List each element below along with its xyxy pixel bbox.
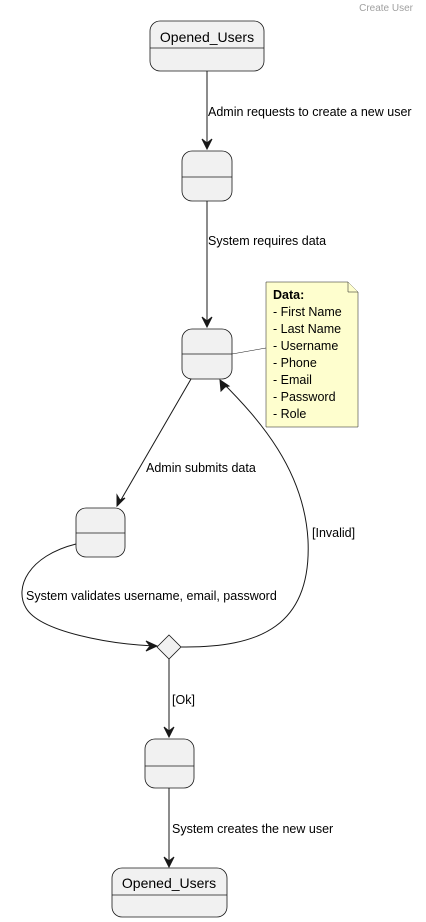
note-connector: [231, 347, 267, 355]
transition-label: Admin requests to create a new user: [208, 105, 412, 119]
transition-system-requires: System requires data: [201, 201, 326, 329]
transition-system-creates: System creates the new user: [163, 788, 333, 869]
transition-label: System validates username, email, passwo…: [26, 589, 277, 603]
state-name: Opened_Users: [122, 875, 216, 891]
transition-label: System creates the new user: [172, 822, 333, 836]
transition-admin-submits: Admin submits data: [116, 378, 256, 508]
note-line: - Username: [273, 339, 338, 353]
diagram-title: Create User: [359, 3, 414, 14]
transition-invalid: [Invalid]: [180, 379, 355, 648]
note-line: - Last Name: [273, 322, 341, 336]
transition-ok: [Ok]: [163, 659, 195, 739]
note-line: - First Name: [273, 305, 342, 319]
state-creating-user: [144, 738, 195, 789]
state-opened-users-end: Opened_Users: [111, 867, 228, 918]
note-line: - Role: [273, 407, 306, 421]
transition-label: [Invalid]: [312, 526, 355, 540]
note-line: - Email: [273, 373, 312, 387]
note-title: Data:: [273, 288, 304, 302]
transition-label: Admin submits data: [146, 461, 256, 475]
transition-label: [Ok]: [172, 693, 195, 707]
state-opened-users-start: Opened_Users: [149, 20, 265, 72]
state-data-entry: [181, 328, 233, 380]
note-line: - Phone: [273, 356, 317, 370]
note-line: - Password: [273, 390, 336, 404]
transition-label: System requires data: [208, 234, 326, 248]
transition-admin-requests: Admin requests to create a new user: [201, 71, 412, 151]
state-awaiting-request: [181, 150, 233, 202]
state-name: Opened_Users: [160, 29, 254, 45]
validation-decision: [156, 634, 182, 660]
transition-system-validates: System validates username, email, passwo…: [21, 543, 277, 652]
data-note: Data: - First Name - Last Name - Usernam…: [265, 281, 359, 428]
state-validating: [75, 507, 126, 558]
